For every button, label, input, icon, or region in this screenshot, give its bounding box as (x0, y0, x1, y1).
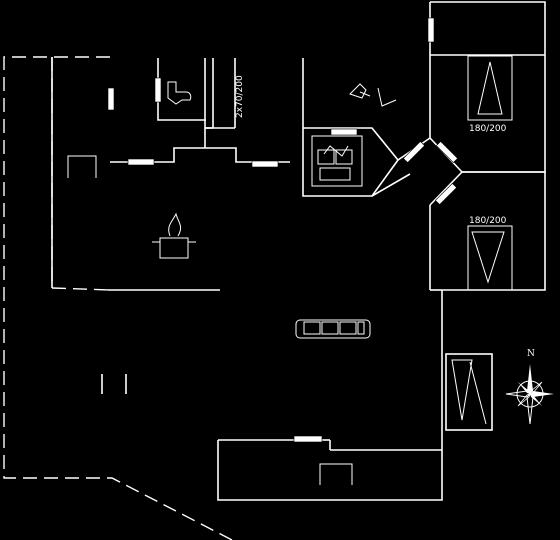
kitchen-appliances-icon (317, 145, 353, 181)
window (434, 182, 458, 206)
window (293, 435, 323, 443)
window (127, 158, 155, 166)
fixtures (152, 81, 397, 339)
bunk-label: 2x70/200 (235, 75, 245, 118)
bed-middle (467, 225, 513, 291)
compass-north-label: N (527, 349, 535, 359)
window (154, 77, 162, 103)
bedroom-top: 180/200 (429, 1, 546, 173)
window (402, 140, 426, 164)
bed-top (467, 55, 513, 121)
compass-icon: N (505, 349, 554, 425)
interior-walls (67, 58, 463, 485)
bedroom-middle: 180/200 (429, 171, 546, 291)
bedroom-small (445, 353, 493, 431)
window (330, 128, 358, 136)
bed-middle-label: 180/200 (469, 216, 507, 226)
toilet-icon (167, 81, 192, 105)
fireplace-icon (152, 212, 196, 259)
window (435, 140, 459, 164)
sofa-icon (295, 319, 371, 339)
windows (107, 17, 459, 443)
terrace-outline (3, 56, 233, 540)
window (427, 17, 435, 43)
house-walls (51, 57, 443, 501)
toilet-icon (349, 83, 397, 107)
bed-top-label: 180/200 (469, 124, 507, 134)
window (251, 160, 279, 168)
window (107, 87, 115, 111)
